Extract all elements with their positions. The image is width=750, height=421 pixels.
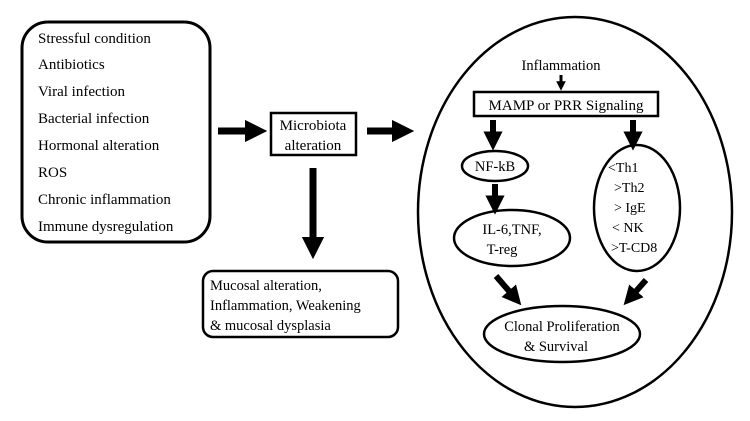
cause-item: ROS — [38, 165, 67, 181]
cause-item: Antibiotics — [38, 57, 105, 73]
nfkb-label: NF-kB — [475, 159, 515, 175]
cause-item: Bacterial infection — [38, 111, 150, 127]
arrow-immune-to-outcome — [623, 278, 649, 306]
immune-item: > IgE — [614, 201, 646, 216]
outcome-line1: Clonal Proliferation — [504, 319, 620, 335]
signaling-label: MAMP or PRR Signaling — [489, 98, 644, 114]
immune-node: <Th1 >Th2 > IgE < NK >T-CD8 — [592, 143, 682, 273]
immune-item: >Th2 — [614, 181, 644, 196]
signaling-box: MAMP or PRR Signaling — [472, 90, 660, 118]
outcome-node: Clonal Proliferation & Survival — [482, 304, 642, 364]
causes-box: Stressful condition Antibiotics Viral in… — [20, 20, 212, 244]
cytokines-line2: T-reg — [487, 242, 518, 258]
cause-item: Hormonal alteration — [38, 138, 160, 154]
microbiota-label-line1: Microbiota — [280, 118, 347, 134]
cause-item: Immune dysregulation — [38, 219, 174, 235]
immune-item: >T-CD8 — [611, 241, 657, 256]
cytokines-node: IL-6,TNF, T-reg — [452, 208, 572, 268]
cause-item: Stressful condition — [38, 31, 151, 47]
microbiota-box: Microbiota alteration — [269, 111, 358, 157]
arrow-cytokines-to-outcome — [493, 274, 522, 306]
nfkb-node: NF-kB — [460, 149, 530, 183]
outcome-line2: & Survival — [524, 339, 588, 355]
mucosal-box: Mucosal alteration, Inflammation, Weaken… — [201, 269, 400, 339]
immune-item: < NK — [612, 221, 644, 236]
immune-item: <Th1 — [608, 161, 638, 176]
cause-item: Viral infection — [38, 84, 125, 100]
mucosal-line2: Inflammation, Weakening — [210, 298, 361, 314]
mucosal-line3: & mucosal dysplasia — [210, 318, 331, 334]
cytokines-line1: IL-6,TNF, — [482, 222, 541, 238]
mucosal-line1: Mucosal alteration, — [210, 278, 322, 294]
microbiota-label-line2: alteration — [285, 138, 342, 154]
pathway-circle: Inflammation MAMP or PRR Signaling NF-kB… — [416, 15, 734, 409]
cause-item: Chronic inflammation — [38, 192, 171, 208]
inflammation-label: Inflammation — [522, 58, 602, 74]
